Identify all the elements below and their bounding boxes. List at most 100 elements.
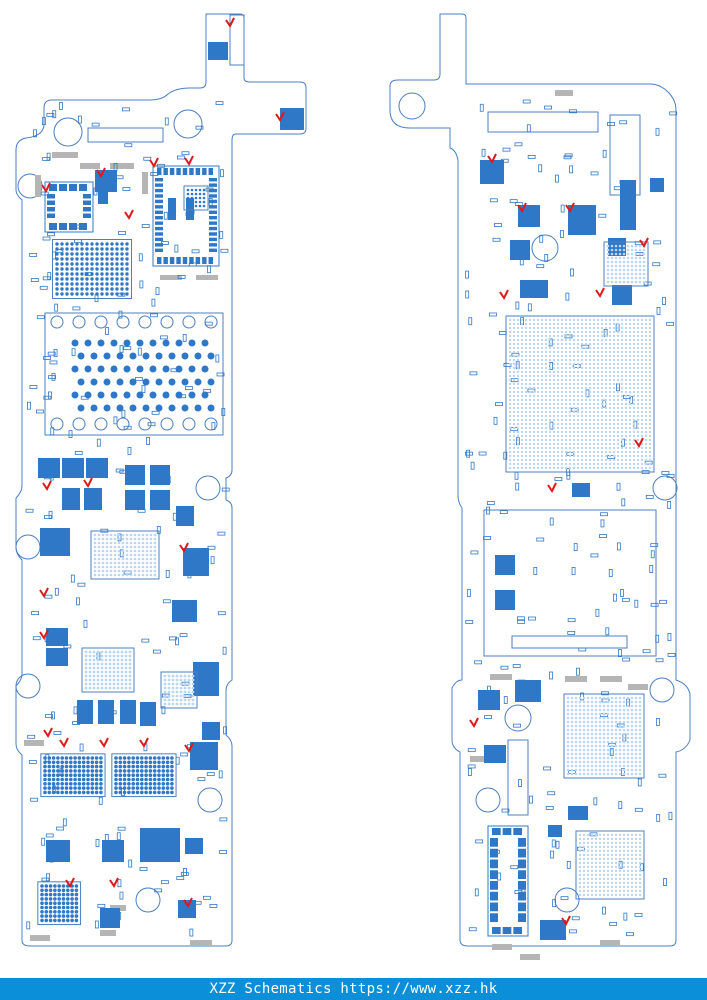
ball <box>582 881 586 885</box>
ball <box>90 764 95 769</box>
ball <box>628 362 632 366</box>
passive-component <box>495 402 503 407</box>
ball <box>48 897 53 901</box>
ball <box>642 248 646 252</box>
ball <box>574 740 578 744</box>
ball <box>586 744 590 748</box>
ball <box>572 334 576 338</box>
ball <box>97 545 101 549</box>
ball <box>622 720 626 724</box>
ball <box>125 541 129 545</box>
ball <box>544 330 548 334</box>
ball <box>636 394 640 398</box>
passive-component <box>41 877 50 882</box>
ball <box>520 402 524 406</box>
ball <box>131 773 135 777</box>
ball <box>608 350 612 354</box>
passive-component <box>616 542 621 551</box>
ball <box>148 782 153 786</box>
ball <box>516 442 520 446</box>
ball <box>630 264 634 268</box>
ball <box>630 756 634 760</box>
connector-outline <box>487 111 599 133</box>
ball <box>109 565 113 569</box>
ball <box>576 390 580 394</box>
ball <box>632 454 636 458</box>
ball <box>596 366 600 370</box>
ball <box>614 833 618 837</box>
ball <box>626 260 630 264</box>
ball <box>105 573 109 577</box>
ball <box>584 382 588 386</box>
ball <box>520 422 524 426</box>
passive-component <box>527 388 536 393</box>
ball <box>568 394 572 398</box>
ball <box>610 736 614 740</box>
ball <box>622 712 626 716</box>
pin1-marker <box>139 737 149 748</box>
ball <box>636 450 640 454</box>
ball <box>614 736 618 740</box>
ball <box>552 362 556 366</box>
pcb-boardview-canvas[interactable] <box>0 0 707 978</box>
passive-component <box>221 487 230 492</box>
ball <box>610 877 614 881</box>
ball <box>163 702 167 706</box>
ball <box>602 728 606 732</box>
ball <box>568 434 572 438</box>
ball <box>592 378 596 382</box>
ball <box>588 398 592 402</box>
ball <box>556 330 560 334</box>
ball <box>96 650 100 654</box>
ball <box>115 277 119 281</box>
ball <box>608 334 612 338</box>
passive-component <box>177 274 186 279</box>
ball <box>528 466 532 470</box>
ball <box>586 833 590 837</box>
ball <box>198 192 202 196</box>
ball <box>191 694 195 698</box>
ball <box>634 732 638 736</box>
ball <box>642 260 646 264</box>
ball <box>606 881 610 885</box>
ball <box>608 322 612 326</box>
ball <box>596 390 600 394</box>
ball <box>612 322 616 326</box>
ball <box>576 410 580 414</box>
ball <box>600 454 604 458</box>
ball <box>644 350 648 354</box>
ball <box>572 462 576 466</box>
ball <box>516 390 520 394</box>
ball <box>612 390 616 394</box>
ball <box>632 426 636 430</box>
ball <box>131 760 135 765</box>
rf-module-outline <box>152 165 220 267</box>
ball <box>576 342 580 346</box>
ball <box>638 772 642 776</box>
passive-component <box>59 102 63 110</box>
ball <box>638 857 642 861</box>
passive-component <box>572 364 581 368</box>
ball <box>97 561 101 565</box>
ball <box>70 918 74 923</box>
ball <box>624 410 628 414</box>
ball <box>626 833 630 837</box>
ball <box>636 318 640 322</box>
ball <box>574 772 578 776</box>
ball <box>149 545 153 549</box>
watermark-footer-bar: XZZ Schematics https://www.xzz.hk <box>0 978 707 1000</box>
ball <box>592 462 596 466</box>
passive-component <box>188 262 197 267</box>
ball <box>568 466 572 470</box>
passive-component <box>218 770 223 779</box>
passive-component <box>52 110 57 119</box>
ball <box>44 910 49 914</box>
ball <box>576 450 580 454</box>
passive-component <box>563 155 572 160</box>
ball <box>596 402 600 406</box>
ball <box>618 280 622 284</box>
shield-dot <box>194 378 202 386</box>
ball <box>135 786 140 790</box>
ball <box>516 370 520 374</box>
ball <box>528 366 532 370</box>
